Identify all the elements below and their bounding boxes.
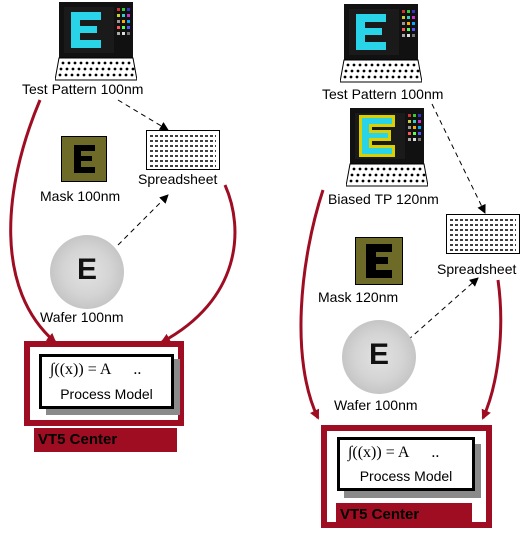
spreadsheet-icon xyxy=(146,130,220,170)
arrow-testpattern-to-spreadsheet-right xyxy=(431,103,486,214)
mask-label-left: Mask 100nm xyxy=(40,188,121,204)
process-model-label-left: Process Model xyxy=(60,386,153,402)
vt5-center-label-left: VT5 Center xyxy=(34,428,177,452)
arrow-testpattern-to-spreadsheet-left xyxy=(117,99,169,131)
process-model-box-right[interactable]: ∫((x)) = A.. Process Model xyxy=(337,437,475,491)
spreadsheet-label-right: Spreadsheet xyxy=(437,261,517,277)
arrow-wafer-to-spreadsheet-left xyxy=(117,194,169,246)
vt5-center-label-right: VT5 Center xyxy=(336,503,472,527)
photomask-icon xyxy=(61,136,107,182)
arrow-biased-to-model-right xyxy=(299,189,325,420)
computer-monitor-icon xyxy=(55,2,137,81)
mask-label-right: Mask 120nm xyxy=(318,289,399,305)
process-model-label-right: Process Model xyxy=(359,468,453,484)
wafer-label-right: Wafer 100nm xyxy=(334,397,418,413)
wafer-icon: E xyxy=(342,320,416,394)
spreadsheet-icon xyxy=(446,214,520,254)
test-pattern-label-right: Test Pattern 100nm xyxy=(322,86,444,102)
wafer-icon: E xyxy=(50,235,124,309)
computer-monitor-icon xyxy=(346,108,428,187)
process-model-formula-left: ∫((x)) = A.. xyxy=(50,361,142,378)
palette-strip xyxy=(117,8,130,35)
spreadsheet-label-left: Spreadsheet xyxy=(138,171,218,187)
arrow-spreadsheet-to-model-right xyxy=(481,279,503,420)
arrow-wafer-to-spreadsheet-right xyxy=(407,277,479,341)
biased-tp-label: Biased TP 120nm xyxy=(328,191,439,207)
photomask-icon xyxy=(355,237,403,285)
arrow-testpattern-to-model-left xyxy=(9,99,57,344)
arrow-spreadsheet-to-model-left xyxy=(160,184,237,344)
vt5-center-frame-left xyxy=(24,341,184,426)
test-pattern-label-left: Test Pattern 100nm xyxy=(22,81,144,97)
wafer-label-left: Wafer 100nm xyxy=(40,309,124,325)
computer-monitor-icon xyxy=(340,4,422,83)
process-model-box-left[interactable]: ∫((x)) = A.. Process Model xyxy=(39,354,174,409)
process-model-formula-right: ∫((x)) = A.. xyxy=(348,444,440,461)
